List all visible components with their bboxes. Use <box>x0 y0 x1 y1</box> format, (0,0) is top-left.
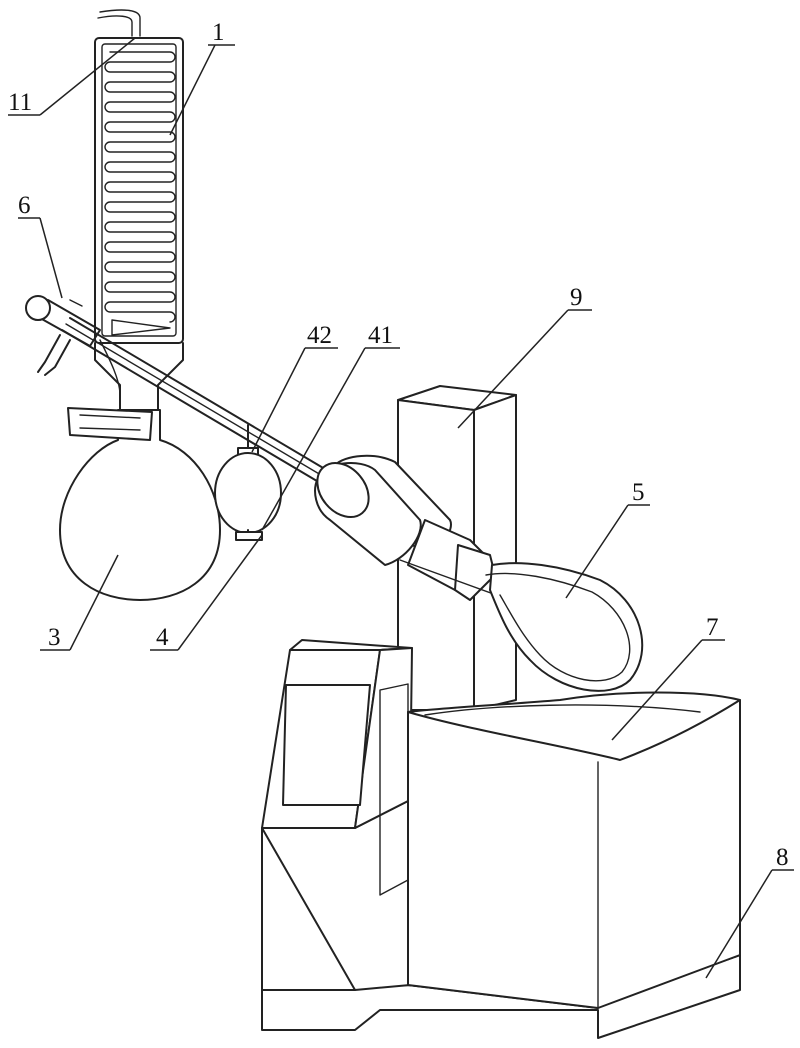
label-3: 3 <box>48 624 61 651</box>
controller-housing <box>262 640 412 990</box>
condenser <box>95 10 183 410</box>
label-4: 4 <box>156 624 169 651</box>
label-41: 41 <box>368 322 393 349</box>
label-8: 8 <box>776 844 789 871</box>
label-7: 7 <box>706 614 719 641</box>
heating-bath <box>408 693 740 1009</box>
label-6: 6 <box>18 192 31 219</box>
receiving-flask <box>60 408 220 600</box>
label-9: 9 <box>570 284 583 311</box>
display-screen <box>283 685 370 805</box>
small-flask <box>215 425 281 540</box>
label-11: 11 <box>8 89 32 116</box>
flask-clamp <box>68 408 152 440</box>
label-1: 1 <box>212 19 225 46</box>
label-42: 42 <box>307 322 332 349</box>
label-5: 5 <box>632 479 645 506</box>
